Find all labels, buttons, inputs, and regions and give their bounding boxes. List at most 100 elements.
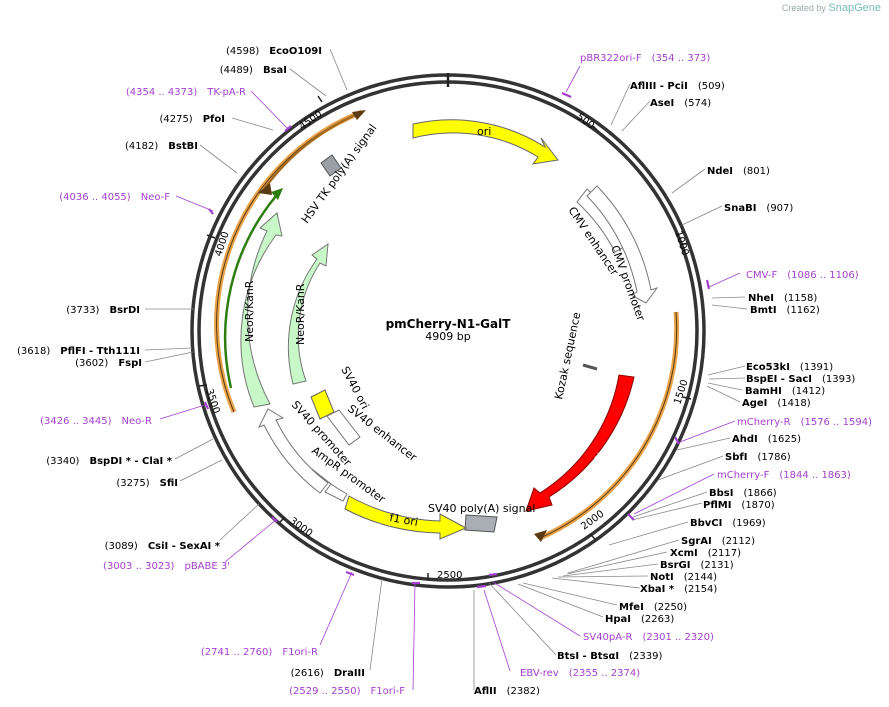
label-name: BbvCI: [690, 518, 722, 529]
site-label-right-16: BbsI(1866): [709, 488, 777, 499]
label-name: SV40pA-R: [583, 632, 632, 643]
site-label-right-24: MfeI(2250): [619, 602, 687, 613]
label-pos: (4354 .. 4373): [126, 87, 198, 98]
snapgene-logo-text: SnapGene: [828, 2, 881, 14]
primer-marks: [203, 91, 711, 589]
ampr-promoter-arrow: [311, 468, 348, 502]
tick-4500: 4500: [297, 109, 324, 133]
label-pos: (4182): [125, 141, 158, 152]
label-name: F1ori-R: [282, 647, 318, 658]
hsv-tk-block: [320, 154, 342, 177]
ori-arrow: [412, 119, 559, 165]
site-label-right-2: AseI (574): [650, 98, 711, 109]
label-pos: (509): [698, 81, 725, 92]
sv40-promoter-arrow: [257, 408, 329, 494]
labels-right: pBR322ori-F(354 .. 373)AflIII - PciI(509…: [474, 53, 872, 697]
primer-label-right-12: mCherry-R(1576 .. 1594): [737, 417, 872, 428]
site-label-right-29: AflII (2382): [474, 686, 540, 697]
label-pos: (2117): [708, 548, 741, 559]
label-pos: (3275): [116, 478, 149, 489]
site-label-right-13: AhdI (1625): [732, 434, 801, 445]
f1-ori-label: f1 ori: [388, 511, 419, 529]
label-name: BtsI - BtsαI: [557, 651, 619, 662]
site-label-left-15: (2616)DraIII: [291, 668, 365, 679]
label-pos: (2616): [291, 668, 324, 679]
kozak-label: Kozak sequence: [552, 311, 583, 401]
site-label-right-3: NdeI(801): [707, 166, 770, 177]
label-name: BmtI: [750, 305, 777, 316]
created-by-text: Created by: [781, 3, 826, 13]
label-name: XcmI: [670, 548, 698, 559]
label-name: Neo-F: [141, 192, 171, 203]
coverage-arcs: [214, 109, 680, 542]
label-name: BsaI: [263, 65, 287, 76]
label-pos: (1969): [732, 518, 765, 529]
label-name: pBR322ori-F: [580, 53, 642, 64]
neor-outer-label: NeoR/KanR: [243, 280, 256, 342]
ori-label: ori: [477, 125, 491, 138]
primer-label-right-28: EBV-rev(2355 .. 2374): [520, 668, 640, 679]
label-pos: (3426 .. 3445): [40, 416, 112, 427]
label-name: FspI: [118, 358, 142, 369]
site-label-left-11: (3275) SfiI: [116, 478, 178, 489]
label-pos: (1625): [768, 434, 801, 445]
label-name: pBABE 3': [184, 561, 230, 572]
label-name: BamHI: [745, 386, 782, 397]
primer-label-left-9: (3426 .. 3445)Neo-R: [40, 416, 152, 427]
primer-label-left-13: (3003 .. 3023)pBABE 3': [103, 561, 230, 572]
sv40-enhancer-block: [326, 409, 361, 446]
label-name: NotI: [650, 572, 674, 583]
label-pos: (1391): [800, 362, 833, 373]
label-pos: (3602): [75, 358, 108, 369]
label-pos: (3089): [105, 541, 138, 552]
label-pos: (2131): [700, 560, 733, 571]
label-name: XbaI *: [640, 584, 675, 595]
label-pos: (2263): [641, 614, 674, 625]
site-label-right-8: Eco53kI(1391): [746, 362, 833, 373]
label-pos: (354 .. 373): [652, 53, 711, 64]
site-label-left-6: (3733) BsrDI: [66, 305, 140, 316]
site-label-right-25: HpaI(2263): [605, 614, 674, 625]
site-label-right-19: SgrAI(2112): [681, 536, 755, 547]
snapgene-brand: Created by SnapGene: [782, 2, 881, 14]
label-pos: (3733): [66, 305, 99, 316]
label-name: NheI: [748, 293, 774, 304]
neor-outer-arrow: [240, 212, 283, 408]
label-pos: (1412): [792, 386, 825, 397]
mcherry-arrow: [525, 374, 635, 512]
label-name: AgeI: [742, 398, 767, 409]
site-label-right-22: NotI(2144): [650, 572, 717, 583]
label-pos: (2250): [654, 602, 687, 613]
label-pos: (907): [766, 203, 793, 214]
sv40-polya-block: [464, 514, 498, 533]
primer-label-right-0: pBR322ori-F (354 .. 373): [580, 53, 710, 64]
plasmid-length: 4909 bp: [425, 330, 470, 343]
label-name: AflII: [474, 686, 497, 697]
label-pos: (2355 .. 2374): [569, 668, 641, 679]
primer-label-left-16: (2529 .. 2550)F1ori-F: [289, 686, 405, 697]
tick-2500: 2500: [437, 570, 462, 581]
label-name: F1ori-F: [371, 686, 406, 697]
site-label-left-3: (4275)PfoI: [159, 114, 225, 125]
label-name: AhdI: [732, 434, 758, 445]
label-name: AseI: [650, 98, 674, 109]
label-name: BspDI * - ClaI *: [89, 456, 172, 467]
label-name: EcoO109I: [269, 46, 322, 57]
site-label-left-1: (4489)BsaI: [220, 65, 287, 76]
site-label-right-6: NheI(1158): [748, 293, 817, 304]
label-pos: (1844 .. 1863): [779, 470, 851, 481]
label-pos: (1418): [777, 398, 810, 409]
site-label-left-8: (3602) FspI: [75, 358, 142, 369]
label-pos: (574): [684, 98, 711, 109]
label-name: SfiI: [160, 478, 178, 489]
label-pos: (2339): [629, 651, 662, 662]
primer-label-left-14: (2741 .. 2760)F1ori-R: [201, 647, 318, 658]
label-pos: (2382): [507, 686, 540, 697]
backbone: [190, 73, 706, 589]
label-pos: (2112): [722, 536, 755, 547]
site-label-right-7: BmtI(1162): [750, 305, 820, 316]
label-name: BsrDI: [109, 305, 140, 316]
site-label-right-14: SbfI(1786): [725, 452, 791, 463]
cmv-promoter-arrow: [586, 185, 659, 304]
